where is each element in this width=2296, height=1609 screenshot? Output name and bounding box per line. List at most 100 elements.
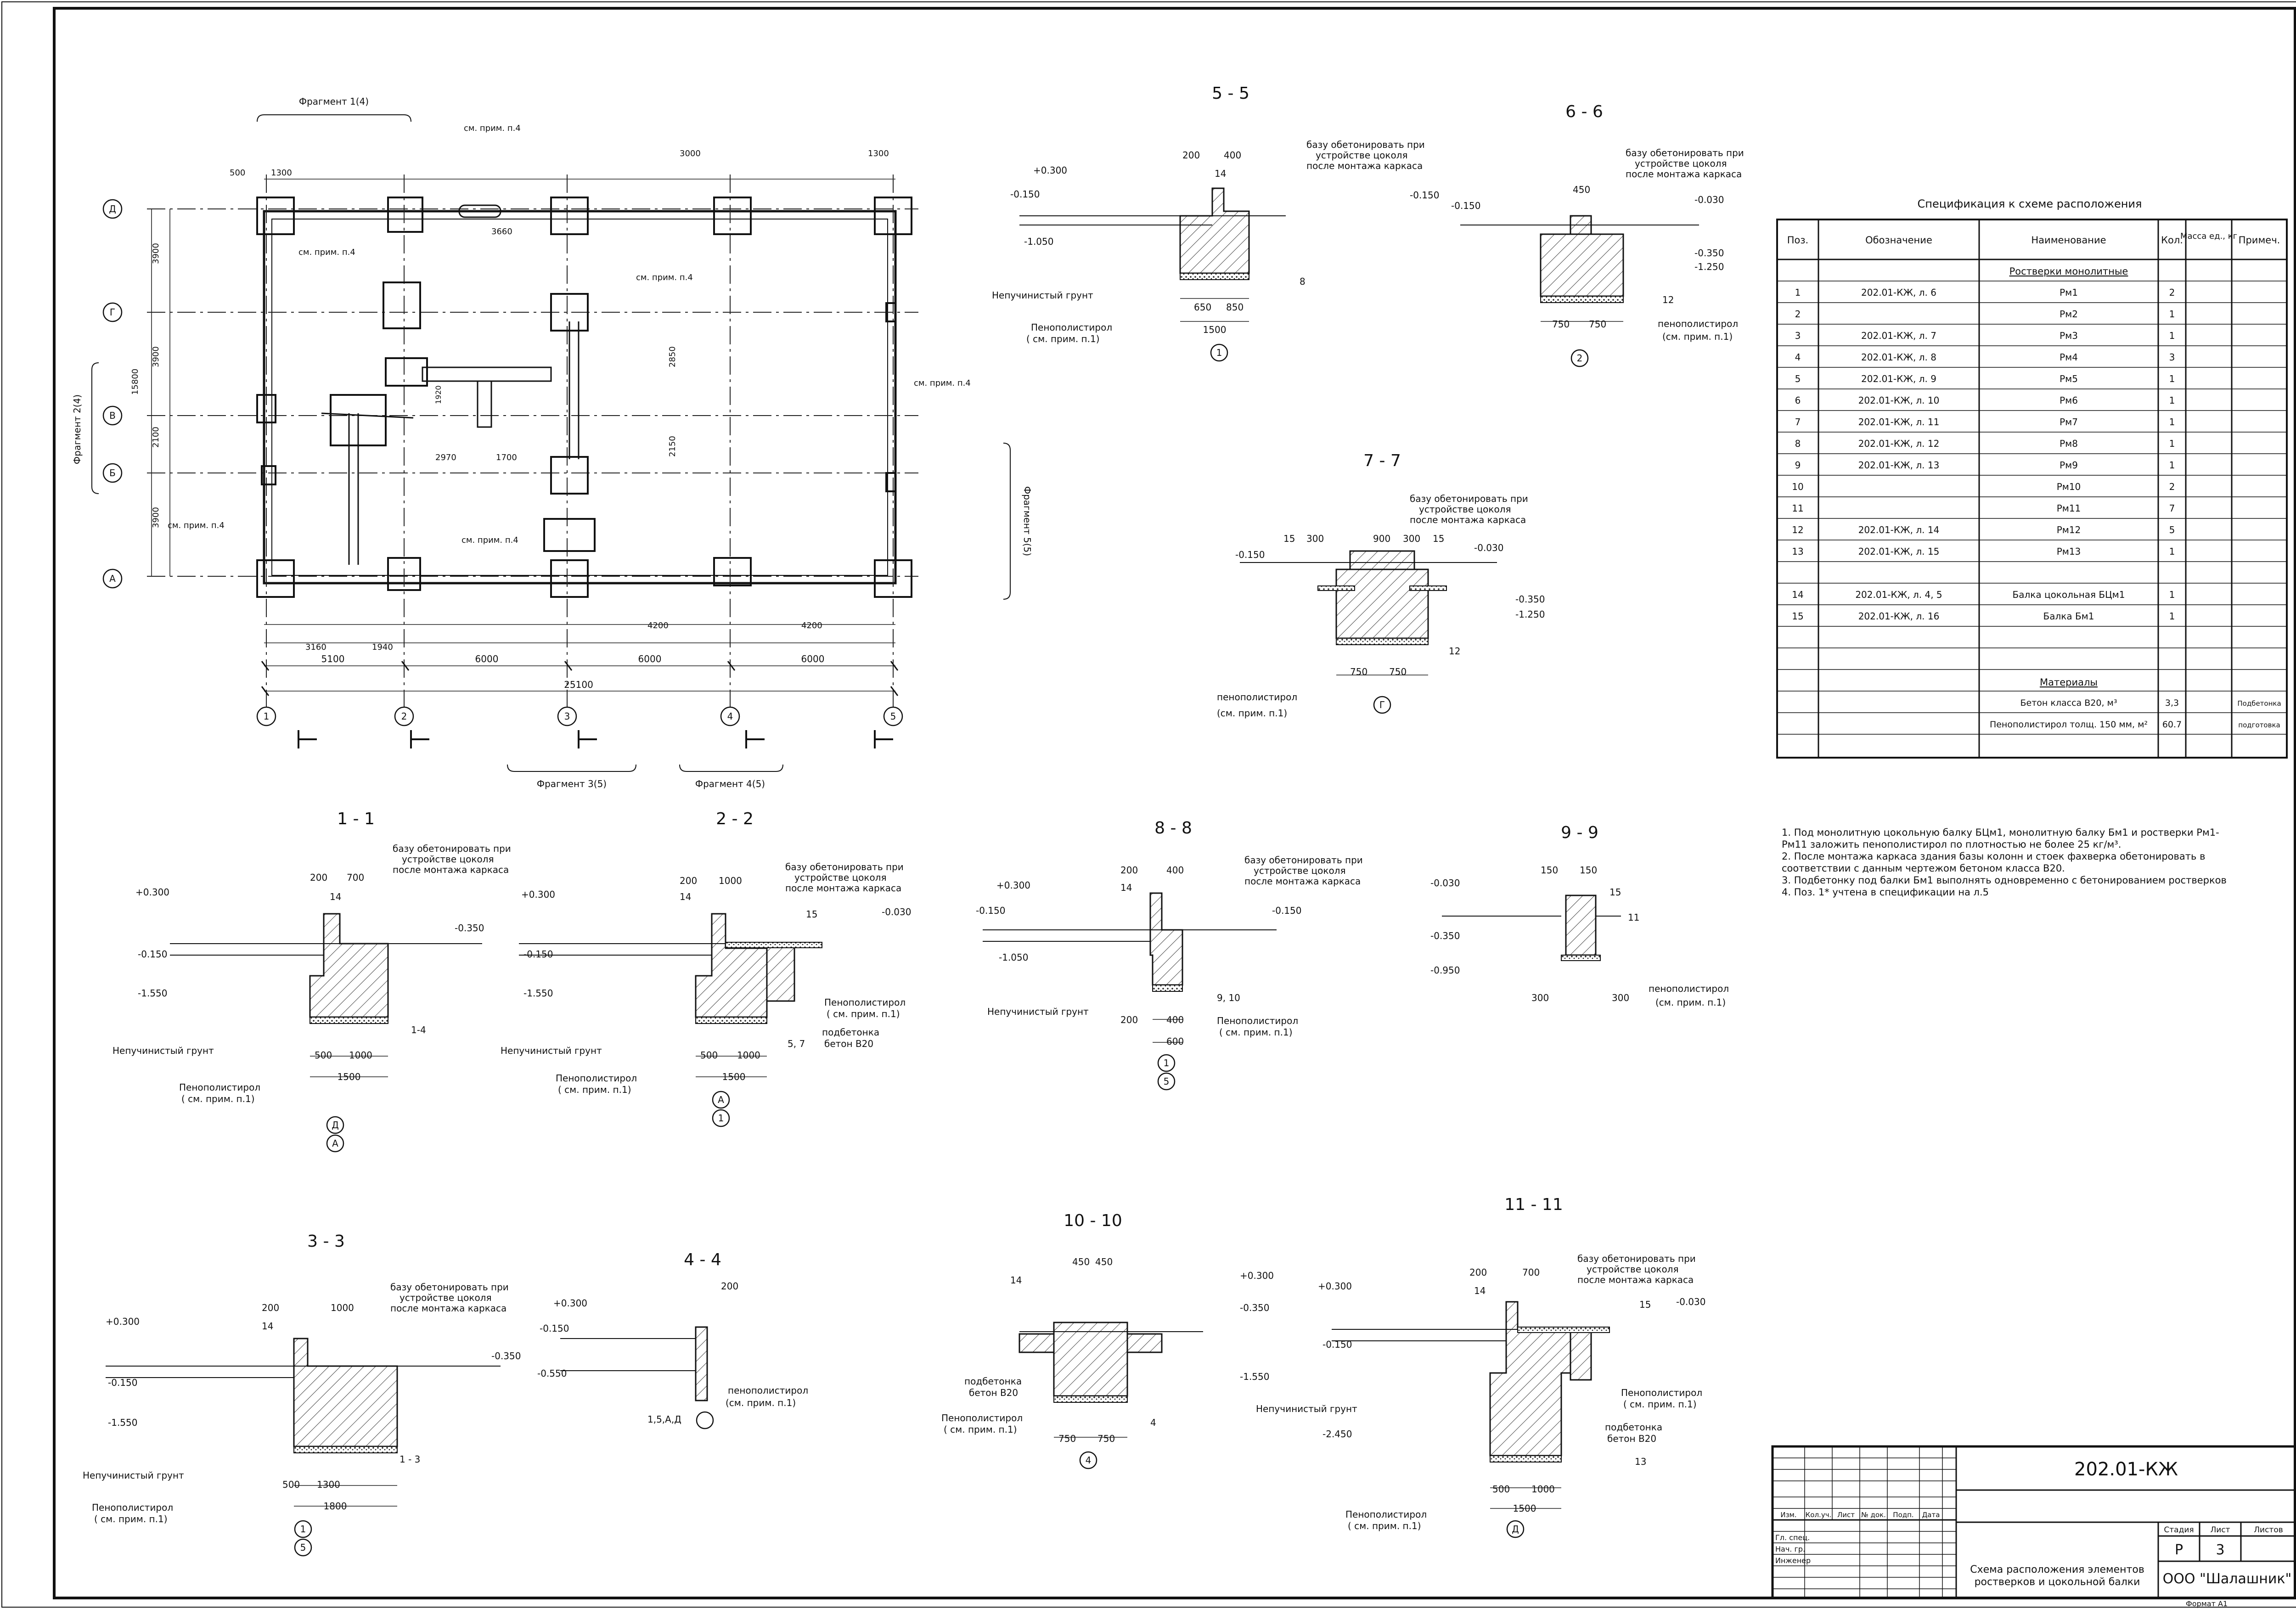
elevation-mark: -0.150 — [1451, 200, 1480, 211]
note-line-6: 4. Поз. 1* учтена в спецификации на л.5 — [1782, 887, 1989, 898]
plan-dim: 2970 — [435, 453, 456, 462]
stamp-role-3: Инженер — [1775, 1556, 1811, 1565]
dim-text: 1000 — [719, 875, 742, 886]
section-title: 1 - 1 — [337, 810, 375, 828]
stamp-role-1: Гл. спец. — [1775, 1533, 1810, 1542]
spec-cell-name: Рм5 — [2060, 373, 2078, 384]
spec-header-qty: Кол. — [2161, 235, 2183, 246]
stamp-col-sign: Подп. — [1893, 1511, 1913, 1519]
elevation-mark: -0.350 — [1515, 594, 1545, 605]
dim-text: 200 — [1469, 1267, 1487, 1278]
pos-mark: 15 — [806, 909, 817, 920]
spec-cell-pos: 2 — [1795, 309, 1801, 320]
plan-span-dim-3: 6000 — [638, 653, 662, 664]
axis-bubble-B: Б — [109, 467, 116, 478]
note-line-5: 3. Подбетонку под балки Бм1 выполнять од… — [1782, 875, 2227, 886]
plan-span-dim-2: 6000 — [475, 653, 499, 664]
plan-total-row-dim: 15800 — [130, 369, 140, 395]
spec-cell-name: Рм10 — [2057, 481, 2081, 492]
foundation-plan: 5100 6000 6000 6000 25100 500 1300 3660 … — [72, 96, 1033, 789]
elevation-mark: -0.150 — [1322, 1339, 1352, 1350]
axis-bubble: 1 — [1164, 1058, 1170, 1069]
dim-text: 1300 — [317, 1479, 340, 1490]
axis-bubble-4: 4 — [727, 711, 733, 722]
axis-bubble: 1 — [1216, 347, 1222, 358]
note-insul: пенополистирол — [728, 1385, 808, 1396]
note-ground: Непучинистый грунт — [992, 290, 1093, 301]
note-ground: Непучинистый грунт — [113, 1045, 214, 1056]
dim-text: 500 — [282, 1479, 300, 1490]
note-insul-ref: ( см. прим. п.1) — [181, 1093, 255, 1104]
note-line: после монтажа каркаса — [785, 883, 901, 894]
spec-cell-qty: 1 — [2169, 460, 2175, 471]
plan-dim: 1700 — [496, 453, 517, 462]
note-insul-ref: ( см. прим. п.1) — [1348, 1520, 1421, 1531]
elevation-mark: -1.250 — [1515, 609, 1545, 620]
elevation-mark: -0.150 — [540, 1323, 569, 1334]
spec-cell-pos: 10 — [1792, 481, 1803, 492]
note-line: базу обетонировать при — [393, 843, 511, 854]
section-title: 11 - 11 — [1504, 1195, 1563, 1214]
plan-dim: 4200 — [801, 621, 822, 630]
spec-cell-name: Балка цокольная БЦм1 — [2013, 589, 2125, 600]
elevation-mark: -0.950 — [1430, 965, 1460, 976]
axis-bubble: Д — [332, 1120, 339, 1131]
dim-text: 300 — [1306, 533, 1324, 544]
elevation-mark: +0.300 — [521, 889, 555, 900]
axis-bubble: А — [332, 1138, 338, 1149]
section-8-8: 8 - 8 200 400 600 200 400 +0.300 -0.150 … — [976, 819, 1363, 1091]
dim-text: 1000 — [1531, 1484, 1555, 1495]
spec-cell-doc: 202.01-КЖ, л. 13 — [1858, 460, 1940, 471]
note-insul-ref: (см. прим. п.1) — [1662, 331, 1733, 342]
spec-cell-qty: 3 — [2169, 352, 2175, 363]
note-insul-ref: ( см. прим. п.1) — [1026, 333, 1100, 344]
section-title: 3 - 3 — [307, 1232, 345, 1251]
dim-text: 200 — [1120, 1014, 1138, 1025]
dim-text: 1800 — [324, 1501, 347, 1512]
stamp-col-doc: № док. — [1861, 1511, 1886, 1519]
spec-cell-qty: 2 — [2169, 481, 2175, 492]
spec-cell-qty: 1 — [2169, 546, 2175, 557]
elevation-mark: -0.150 — [108, 1377, 137, 1388]
note-line-2: Рм11 заложить пенополистирол по плотност… — [1782, 839, 2121, 850]
dim-text: 750 — [1058, 1433, 1076, 1444]
note-line: после монтажа каркаса — [1626, 169, 1742, 180]
section-4-4: 4 - 4 200 +0.300 -0.150 -0.550 пенополис… — [537, 1250, 808, 1429]
spec-cell-doc: 202.01-КЖ, л. 16 — [1858, 611, 1940, 622]
spec-cell-pos: 5 — [1795, 373, 1801, 384]
stamp-sheet-head: Лист — [2210, 1525, 2230, 1535]
dim-text: 300 — [1612, 992, 1629, 1003]
section-title: 6 - 6 — [1565, 102, 1603, 121]
dim-text: 400 — [1166, 1014, 1184, 1025]
note-beton: бетон В20 — [1607, 1433, 1656, 1444]
pos-mark: 11 — [1628, 912, 1639, 923]
plan-span-dim-4: 6000 — [801, 653, 825, 664]
dim-text: 900 — [1373, 533, 1390, 544]
axis-bubble: 1 — [718, 1113, 724, 1124]
elevation-mark: +0.300 — [1033, 165, 1067, 176]
plan-row-dim-2: 3900 — [151, 346, 161, 367]
plan-dim: 2850 — [668, 346, 677, 367]
section-title: 9 - 9 — [1561, 823, 1598, 842]
note-line: после монтажа каркаса — [1577, 1274, 1694, 1285]
elevation-mark: -0.150 — [976, 905, 1005, 916]
elevation-mark: -1.550 — [108, 1417, 137, 1428]
note-podbetonka: подбетонка — [1605, 1422, 1662, 1433]
spec-cell-qty: 1 — [2169, 416, 2175, 428]
dim-text: 600 — [1166, 1036, 1184, 1047]
note-insul-ref: (см. прим. п.1) — [1655, 997, 1726, 1008]
spec-cell-qty: 1 — [2169, 589, 2175, 600]
note-beton: бетон В20 — [969, 1387, 1018, 1398]
pos-mark: 12 — [1449, 646, 1460, 657]
elevation-mark: -0.550 — [537, 1368, 567, 1379]
elevation-mark: +0.300 — [1240, 1270, 1274, 1281]
spec-group-rostverki: Ростверки монолитные — [2009, 266, 2128, 277]
section-6-6: 6 - 6 750 750 450 -0.150 -0.030 -0.350 -… — [1451, 102, 1744, 367]
dim-text: 200 — [680, 875, 697, 886]
note-line: базу обетонировать при — [1410, 493, 1528, 504]
elevation-mark: -0.350 — [491, 1350, 521, 1361]
spec-header-pos: Поз. — [1787, 235, 1808, 246]
plan-dim: 3000 — [680, 149, 701, 158]
spec-cell-doc: 202.01-КЖ, л. 9 — [1861, 373, 1936, 384]
note-line: устройстве цоколя — [1419, 504, 1511, 515]
